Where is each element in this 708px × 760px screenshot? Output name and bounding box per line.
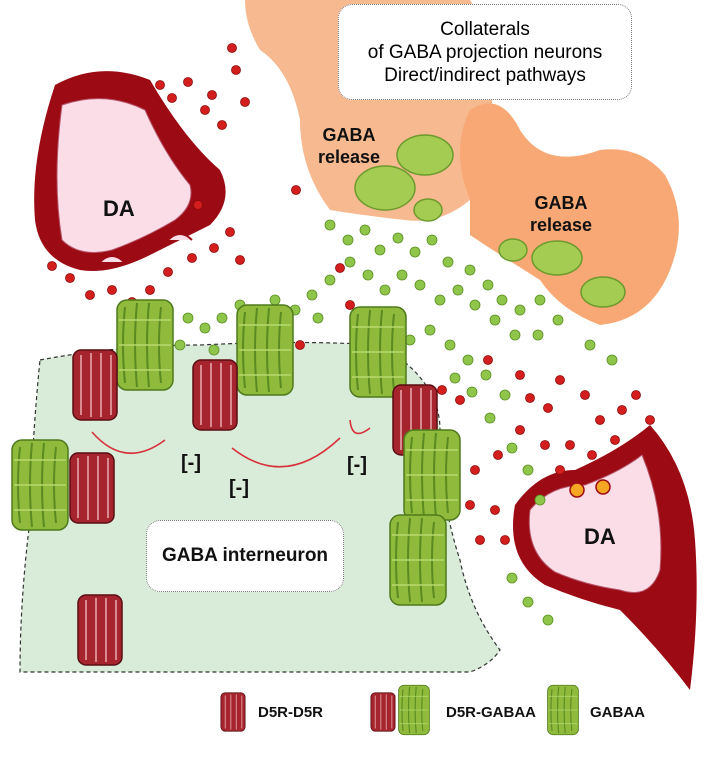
interneuron-label: GABA interneuron [161, 545, 329, 566]
gaba-release-right-line-2: release [530, 215, 593, 235]
gaba-release-right-label: GABA release [530, 192, 592, 236]
title-line-1: Collaterals [440, 18, 530, 40]
gaba-release-top-line-1: GABA [322, 125, 376, 145]
title-line-3: Direct/indirect pathways [384, 64, 586, 86]
gaba-release-right-line-1: GABA [534, 193, 588, 213]
gaba-vesicle-clusters [354, 134, 626, 308]
da-terminal-right-label: DA [584, 524, 616, 549]
inhibition-label-3: [-] [347, 454, 367, 476]
da-terminal-left [34, 71, 226, 271]
inhibition-label-1: [-] [181, 452, 201, 474]
da-terminal-left-label: DA [103, 196, 135, 221]
inhibition-arcs [91, 419, 371, 468]
title-line-2: of GABA projection neurons [367, 41, 603, 63]
legend-d5r-gabaa-label: D5R-GABAA [446, 704, 536, 721]
interneuron-label-box: GABA interneuron [146, 520, 344, 592]
da-terminal-right [513, 425, 697, 690]
legend-gabaa-label: GABAA [590, 704, 645, 721]
projection-neuron-right [460, 103, 679, 325]
inhibition-label-2: [-] [229, 477, 249, 499]
legend-d5r-d5r-label: D5R-D5R [258, 704, 324, 721]
gaba-release-top-label: GABA release [318, 124, 380, 168]
gaba-release-top-line-2: release [318, 147, 381, 167]
title-box: Collaterals of GABA projection neurons D… [338, 4, 632, 100]
